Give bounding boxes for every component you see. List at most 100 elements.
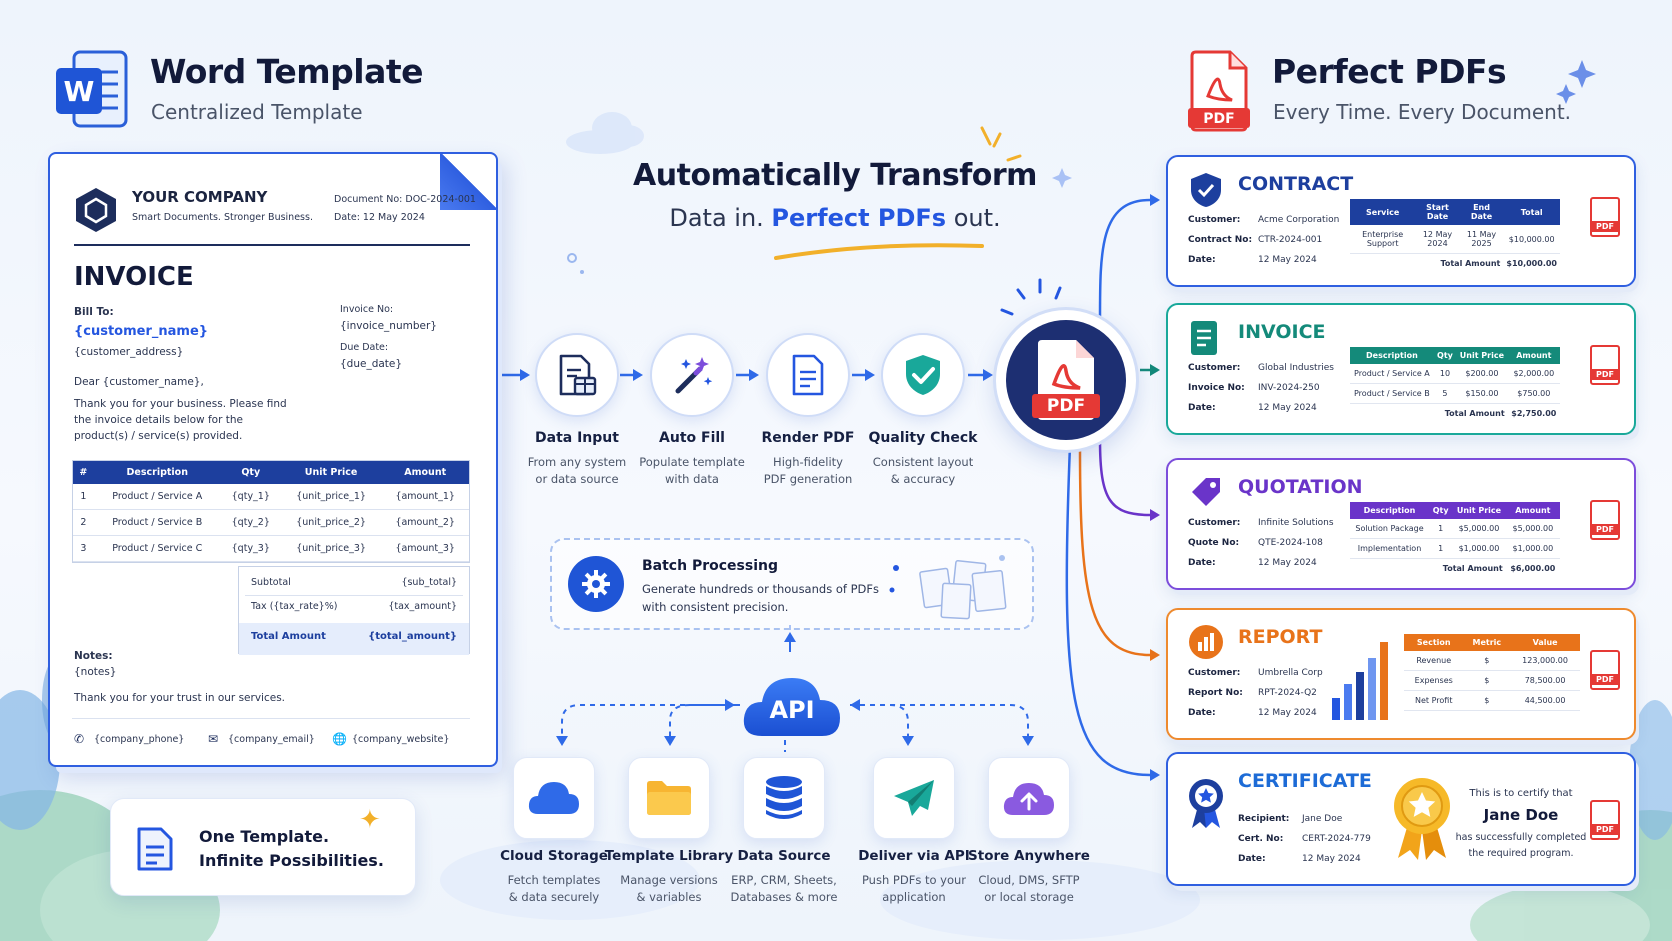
report-chart-icon	[1189, 625, 1223, 659]
table-cell: Solution Package	[1350, 519, 1430, 539]
output-table-header: Service	[1350, 199, 1416, 225]
company-name: YOUR COMPANY	[132, 188, 268, 206]
invoice-title: INVOICE	[74, 262, 194, 292]
table-cell: Expenses	[1404, 670, 1464, 691]
output-table-header: Amount	[1507, 347, 1560, 364]
invoice-receipt-icon	[1191, 321, 1217, 355]
api-cloud: API	[740, 670, 844, 742]
report-title: REPORT	[1238, 626, 1323, 648]
certificate-title: CERTIFICATE	[1238, 770, 1372, 792]
salutation: Dear {customer_name},	[74, 376, 204, 388]
cloud-storage-icon	[513, 757, 595, 839]
table-cell: $	[1463, 670, 1511, 691]
table-cell: $1,000.00	[1452, 538, 1506, 559]
email-icon: ✉	[208, 732, 219, 746]
certificate-line2: has successfully completed	[1455, 832, 1587, 843]
company-email: {company_email}	[228, 734, 315, 745]
one-template-line1: One Template.	[199, 827, 330, 846]
pipeline-step-title: Data Input	[535, 430, 619, 446]
pipeline-step-title: Auto Fill	[659, 430, 725, 446]
pipeline-step-desc: From any system	[527, 455, 627, 469]
source-desc: Manage versions	[620, 873, 718, 887]
pipeline-step-desc: or data source	[535, 472, 619, 486]
certificate-line1: This is to certify that	[1469, 788, 1573, 799]
table-cell: Revenue	[1404, 651, 1464, 671]
word-icon: W	[56, 48, 130, 132]
total-row: Total Amount$10,000.00	[1350, 254, 1560, 274]
table-cell: $5,000.00	[1505, 519, 1560, 539]
invoice-message: Thank you for your business. Please find…	[74, 398, 287, 442]
table-cell: {qty_1}	[220, 484, 281, 510]
table-cell: 1	[1429, 519, 1453, 539]
table-cell: 3	[73, 535, 94, 562]
certificate-pdf-icon: PDF	[1590, 800, 1620, 840]
source-desc: ERP, CRM, Sheets,	[731, 873, 837, 887]
certificate-output-card: CERTIFICATE Recipient:Jane Doe Cert. No:…	[1166, 752, 1636, 886]
output-table-header: Unit Price	[1456, 347, 1508, 364]
invoice-number-label: Invoice No:	[340, 304, 394, 315]
notes-label: Notes:	[74, 650, 113, 662]
source-title: Data Source	[737, 848, 831, 864]
source-desc: Fetch templates	[507, 873, 601, 887]
pipeline-step-desc: & accuracy	[890, 472, 956, 486]
table-cell: $1,000.00	[1505, 538, 1560, 559]
document-date: Date: 12 May 2024	[334, 212, 425, 223]
table-cell: 1	[1429, 538, 1453, 559]
customer-name-placeholder: {customer_name}	[74, 324, 209, 339]
output-table-header: Description	[1350, 502, 1430, 519]
contract-title: CONTRACT	[1238, 173, 1354, 195]
data-input-step-icon	[535, 333, 619, 417]
company-phone: {company_phone}	[94, 734, 185, 745]
pipeline-step-desc: High-fidelity	[773, 455, 843, 469]
one-template-card: One Template. Infinite Possibilities. ✦	[110, 798, 416, 896]
certificate-badge-icon	[1189, 779, 1223, 828]
tax-label: Tax ({tax_rate}%)	[251, 601, 338, 612]
highlight-underline	[774, 243, 984, 260]
quotation-tag-icon	[1192, 478, 1220, 506]
invoice-pdf-icon: PDF	[1590, 345, 1620, 385]
table-cell: Product / Service B	[93, 509, 221, 536]
source-title: Store Anywhere	[968, 848, 1090, 864]
table-cell: {qty_3}	[220, 535, 281, 562]
due-date-label: Due Date:	[340, 342, 389, 353]
line-items-header-cell: #	[73, 461, 94, 484]
table-cell: $150.00	[1456, 383, 1508, 404]
central-pdf-icon	[1032, 340, 1100, 420]
report-pdf-icon: PDF	[1590, 650, 1620, 690]
table-cell: {amount_2}	[381, 509, 469, 536]
line-items-header-cell: Amount	[381, 461, 469, 484]
render-pdf-step-icon	[766, 333, 850, 417]
customer-address-placeholder: {customer_address}	[74, 346, 184, 358]
total-row: Total Amount$2,750.00	[1350, 404, 1560, 424]
left-header-title: Word Template	[150, 52, 424, 91]
data-source-icon	[743, 757, 825, 839]
tax-value: {tax_amount}	[388, 601, 457, 612]
left-header-subtitle: Centralized Template	[151, 100, 363, 124]
table-cell: Product / Service A	[93, 484, 221, 510]
table-cell: $5,000.00	[1452, 519, 1506, 539]
pipeline-step-title: Render PDF	[761, 430, 855, 446]
table-cell: {unit_price_1}	[280, 484, 382, 510]
table-cell: Product / Service C	[93, 535, 221, 562]
line-items-header-cell: Unit Price	[280, 461, 382, 484]
one-template-line2: Infinite Possibilities.	[199, 851, 384, 870]
globe-icon: 🌐	[332, 732, 347, 746]
output-table-header: Amount	[1505, 502, 1560, 519]
table-cell: Product / Service A	[1350, 364, 1434, 384]
batch-desc-line2: with consistent precision.	[642, 600, 789, 614]
gear-icon	[568, 556, 624, 612]
output-table-header: Section	[1404, 634, 1464, 651]
table-cell: 5	[1433, 383, 1457, 404]
document-number: Document No: DOC-2024-001	[334, 194, 476, 205]
auto-fill-step-icon	[650, 333, 734, 417]
source-desc: & data securely	[508, 890, 600, 904]
svg-text:W: W	[64, 75, 95, 108]
source-desc: & variables	[636, 890, 702, 904]
